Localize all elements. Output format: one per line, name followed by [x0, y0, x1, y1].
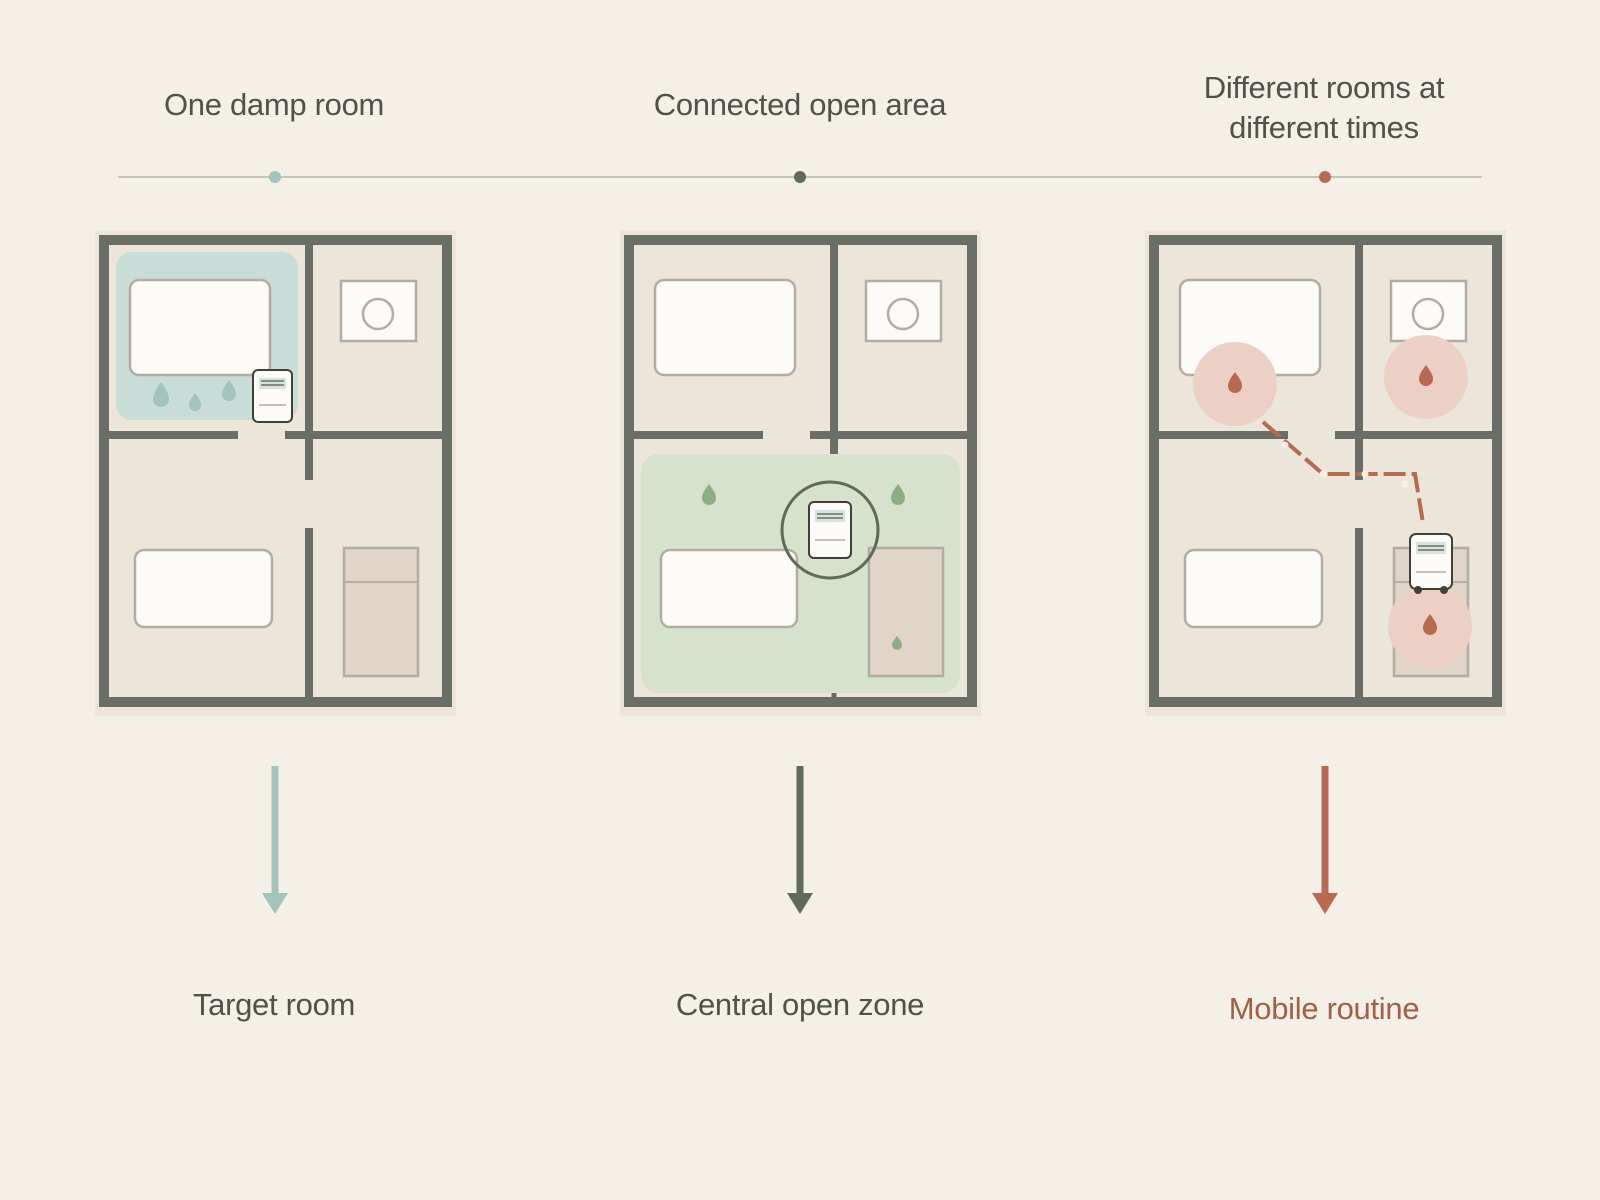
- sink: [1389, 279, 1468, 343]
- scenario-label-one-damp-room: One damp room: [163, 87, 385, 122]
- water-drop-icon: [892, 636, 902, 650]
- sink: [864, 279, 943, 343]
- sink-basin: [886, 297, 920, 331]
- dehumidifier-icon: [252, 369, 293, 423]
- water-drop-icon: [1228, 372, 1242, 393]
- scenario-label-connected-open-area: Connected open area: [653, 87, 947, 122]
- mobile-route-path: [1261, 420, 1425, 524]
- water-drop-icon: [702, 484, 716, 505]
- bed: [653, 278, 797, 377]
- water-drop-icon: [222, 380, 236, 401]
- cabinet: [342, 546, 420, 678]
- timeline-dot-target: [269, 171, 281, 183]
- water-drop-icon: [1419, 365, 1433, 386]
- cabinet: [867, 546, 945, 678]
- water-drop-icon: [153, 382, 169, 407]
- result-label-central-open-zone: Central open zone: [675, 987, 925, 1022]
- bed: [128, 278, 272, 377]
- floor-plan-target-room: [95, 230, 456, 716]
- sofa: [1183, 548, 1324, 629]
- timeline-dot-mobile: [1319, 171, 1331, 183]
- sofa: [133, 548, 274, 629]
- scenario-label-different-rooms-text: Different rooms at different times: [1203, 70, 1445, 145]
- coverage-ring: [780, 480, 880, 580]
- sink-basin: [361, 297, 395, 331]
- dehumidifier-icon: [808, 501, 852, 559]
- sofa: [659, 548, 799, 629]
- timeline-dot-central: [794, 171, 806, 183]
- result-label-mobile-routine: Mobile routine: [1228, 991, 1420, 1026]
- floor-plan-mobile-routine: [1145, 230, 1506, 716]
- dehumidifier-on-wheels-icon: [1409, 533, 1453, 594]
- water-drop-icon: [189, 393, 201, 411]
- arrow-down-target: [262, 766, 288, 914]
- arrow-down-central: [787, 766, 813, 914]
- result-label-target-room: Target room: [192, 987, 356, 1022]
- scenario-label-different-rooms: Different rooms at different times: [1124, 68, 1524, 148]
- sink-basin: [1411, 297, 1445, 331]
- water-drop-icon: [891, 484, 905, 505]
- sink: [339, 279, 418, 343]
- floor-plan-central-zone: [620, 230, 981, 716]
- arrow-down-mobile: [1312, 766, 1338, 914]
- water-drop-icon: [1423, 614, 1437, 635]
